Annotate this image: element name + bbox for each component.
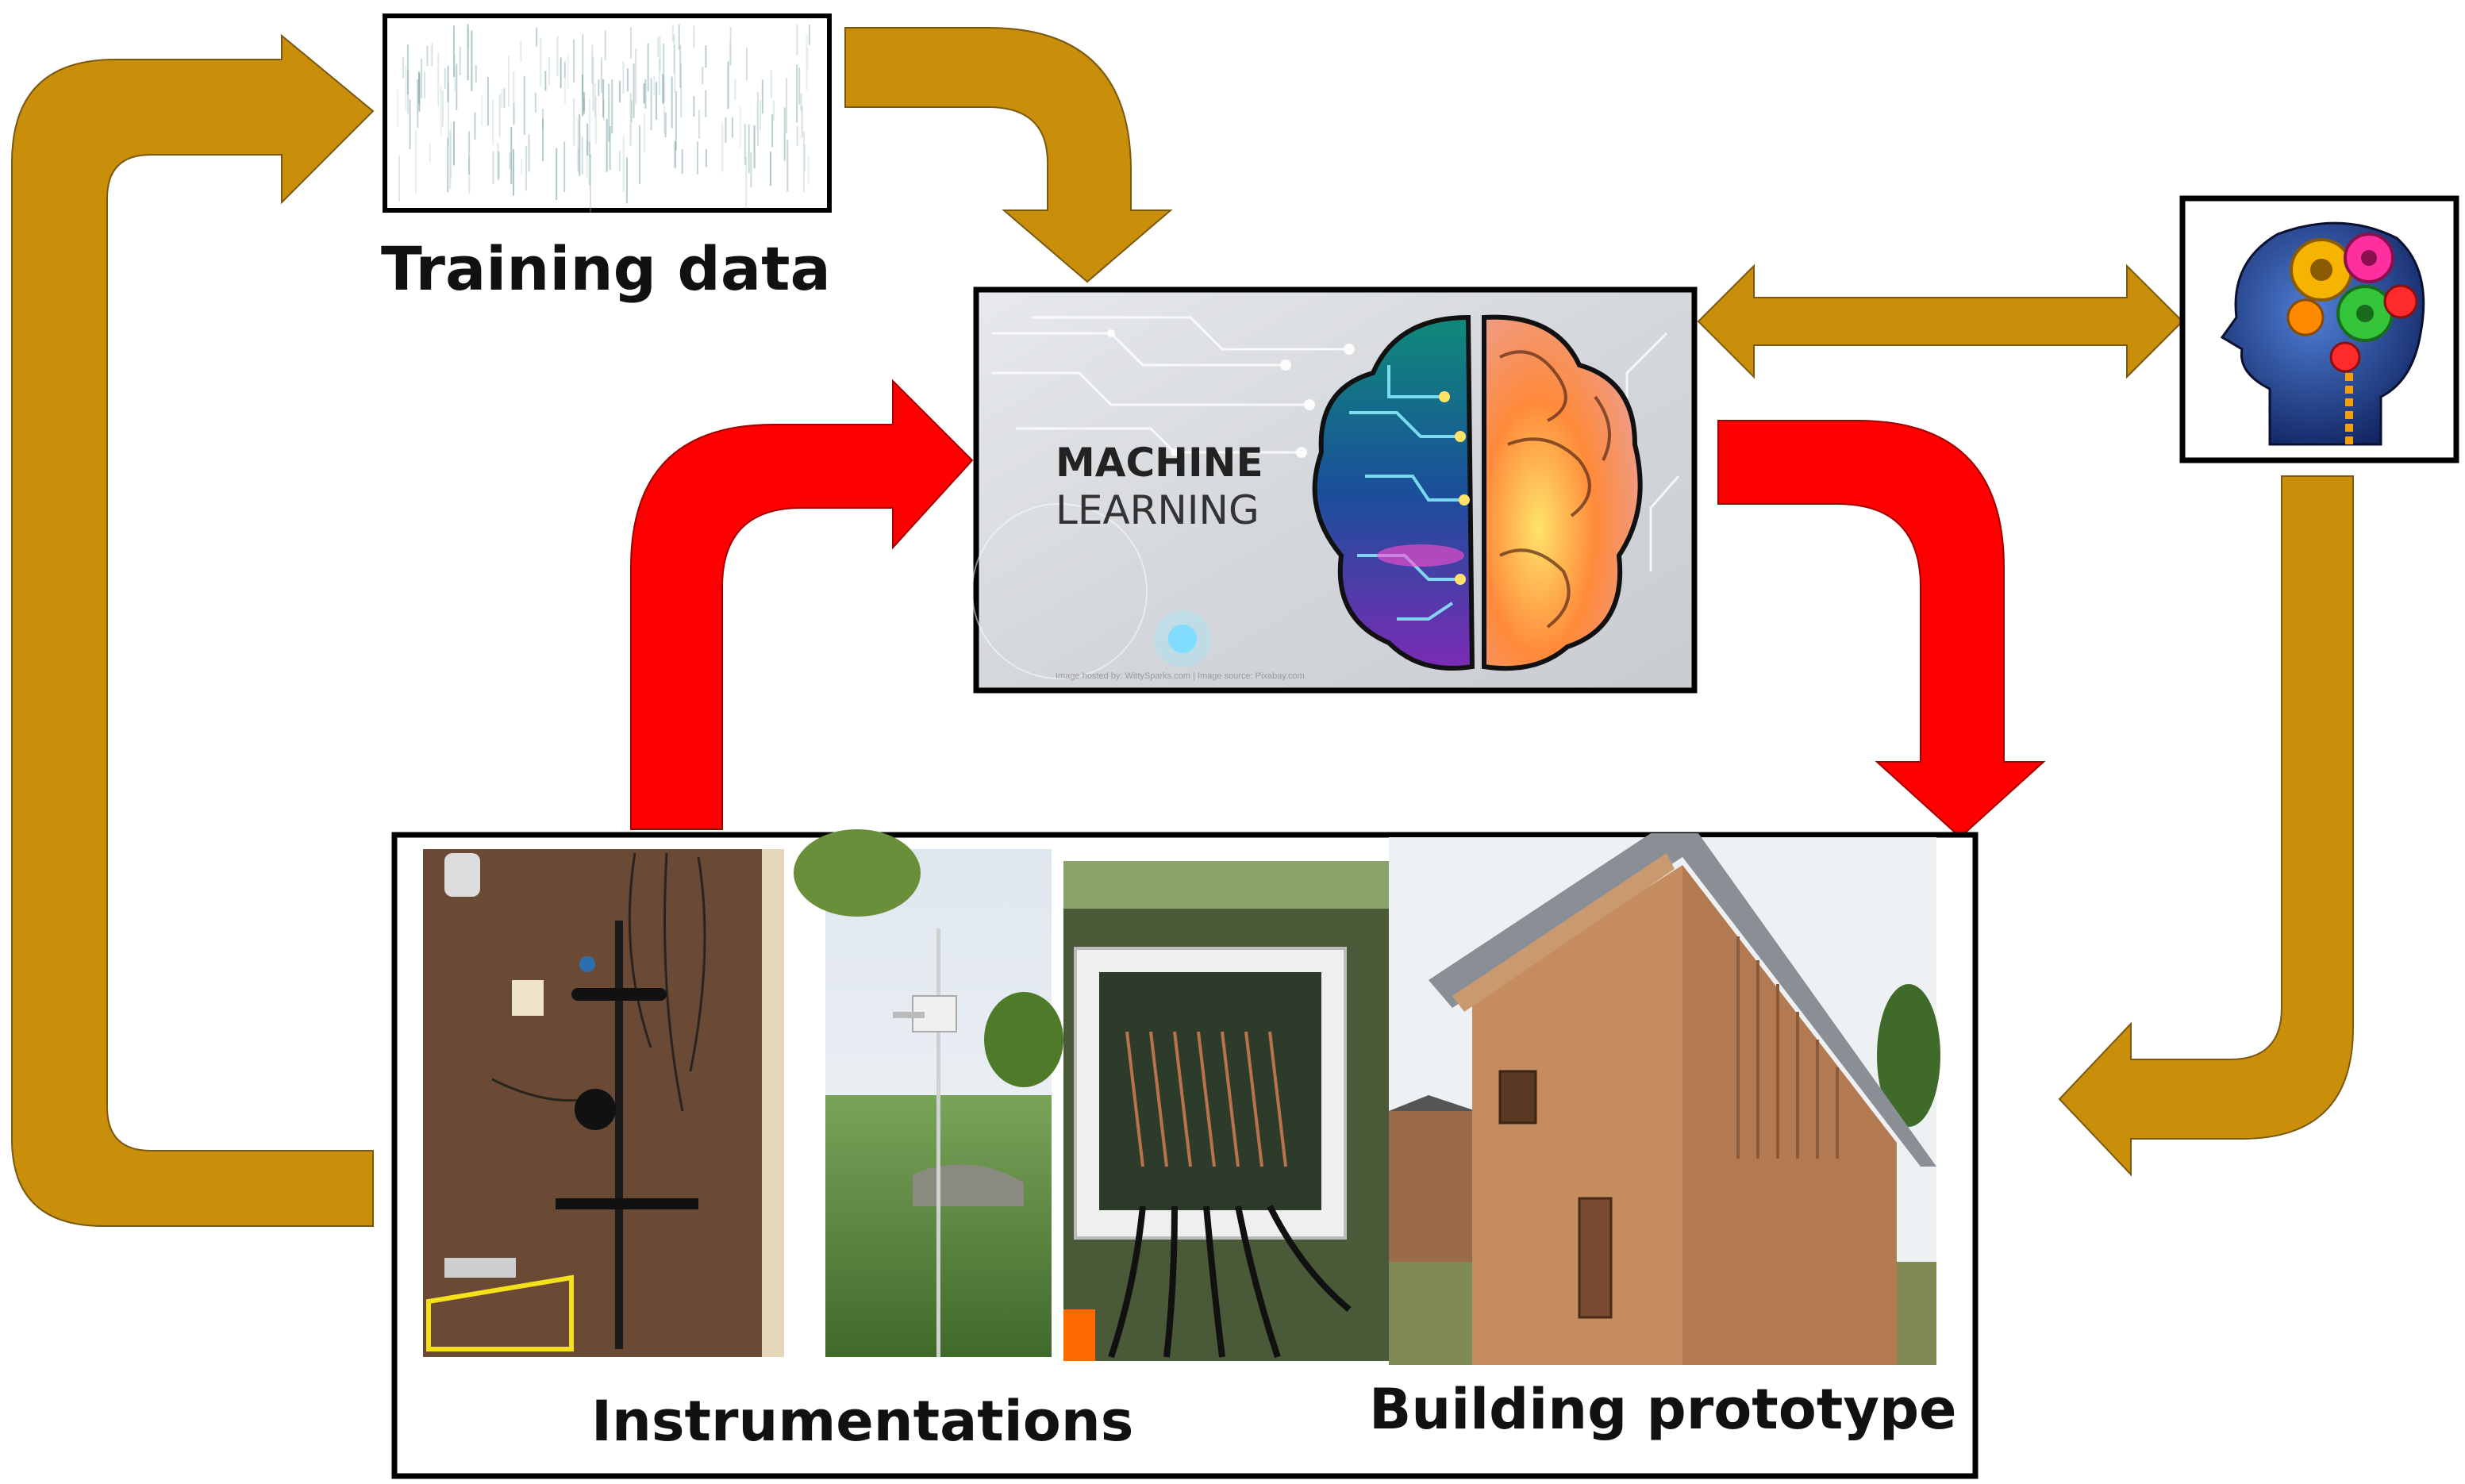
feedback-loop-arrow: [11, 33, 375, 1227]
gear-cluster: [2286, 233, 2418, 373]
instrumentation-to-ml-arrow: [630, 379, 974, 830]
ml-expert-double-arrow: [1697, 263, 2184, 379]
expert-to-building-arrow: [2058, 475, 2354, 1177]
training-to-ml-arrow: [844, 27, 1173, 283]
ml-title-line1: MACHINE: [1056, 440, 1263, 486]
ml-title-line2: LEARNING: [1056, 487, 1259, 533]
ml-image-credit: Image hosted by: WittySparks.com | Image…: [1056, 671, 1305, 681]
weather-station-photo: [794, 829, 1063, 1357]
earthen-house-photo: [1389, 833, 1940, 1365]
ml-to-building-arrow: [1717, 420, 2046, 839]
room-sensors-photo: [423, 849, 784, 1357]
machine-learning-box: MACHINE LEARNING Image hosted by: WittyS…: [971, 286, 1698, 694]
datalogger-box-photo: [1063, 861, 1389, 1361]
data-rain-image: [397, 24, 810, 213]
expert-knowledge-box: [2179, 195, 2459, 463]
brain-circuit-image: [1312, 314, 1643, 671]
training-data-caption: Training data: [381, 233, 831, 304]
head-gears-image: [2220, 221, 2425, 446]
instrumentation-building-box: [391, 829, 1979, 1479]
instrumentations-caption: Instrumentations: [591, 1389, 1133, 1454]
training-data-box: [383, 13, 832, 213]
building-prototype-caption: Building prototype: [1369, 1377, 1957, 1442]
